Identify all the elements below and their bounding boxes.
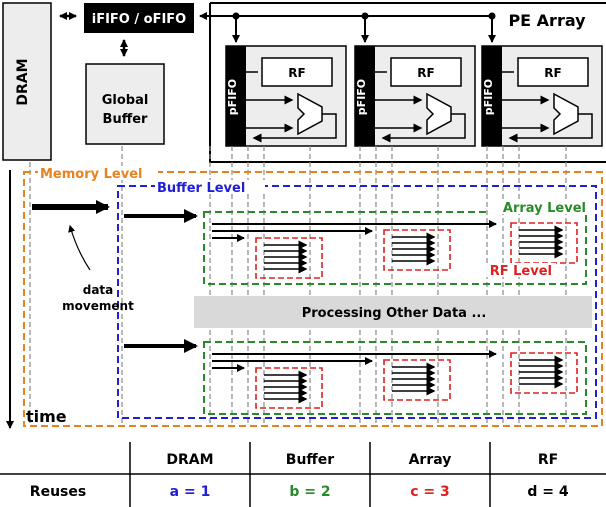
rf-level-box [255, 367, 323, 409]
table-header-array: Array [409, 452, 452, 468]
pe-unit-2: pFIFO RF [354, 45, 476, 147]
rf-level-box [510, 222, 578, 264]
alu-icon [553, 92, 579, 136]
reuse-value-buffer: b = 2 [289, 484, 330, 500]
memory-level-box [23, 171, 603, 427]
time-label: time [26, 407, 67, 426]
table-header-rf: RF [538, 452, 558, 468]
pfifo-bar [226, 46, 246, 146]
rf-label: RF [417, 66, 434, 80]
rf-level-box [383, 359, 451, 401]
fifo-label: iFIFO / oFIFO [92, 12, 187, 27]
alu-icon [297, 92, 323, 136]
pe-array-label: PE Array [508, 11, 586, 30]
array-level-label: Array Level [503, 201, 586, 216]
rf-box [261, 57, 333, 87]
processing-other-label: Processing Other Data ... [302, 306, 487, 321]
table-header-buffer: Buffer [286, 452, 334, 468]
pfifo-label: pFIFO [482, 79, 495, 115]
fifo-block [84, 3, 194, 33]
memory-level-label: Memory Level [40, 167, 143, 182]
reuse-value-dram: a = 1 [170, 484, 211, 500]
reuse-table: DRAM Buffer Array RF Reuses a = 1 b = 2 … [0, 442, 606, 507]
rf-level-box [255, 237, 323, 279]
buffer-level-label: Buffer Level [157, 181, 245, 196]
data-movement-pointer [68, 224, 91, 271]
guide-lines [29, 146, 567, 425]
rf-level-box [510, 352, 578, 394]
hardware-section: DRAM iFIFO / oFIFO Global Buffer PE Arra… [2, 2, 606, 163]
rf-box [517, 57, 589, 87]
rf-box [390, 57, 462, 87]
array-level-box-1 [203, 211, 587, 285]
rf-level-label: RF Level [490, 264, 552, 279]
pfifo-bar [355, 46, 375, 146]
global-buffer-block [85, 63, 165, 145]
dram-block [2, 2, 52, 161]
pe-unit-1: pFIFO RF [225, 45, 347, 147]
pfifo-bar [482, 46, 502, 146]
reuse-value-rf: d = 4 [527, 484, 569, 500]
reuse-value-array: c = 3 [410, 484, 450, 500]
dram-label: DRAM [15, 58, 31, 105]
data-movement-label-line1: data [83, 283, 114, 297]
data-movement-arrows [32, 200, 564, 404]
alu-icon [426, 92, 452, 136]
pfifo-label: pFIFO [355, 79, 368, 115]
buffer-level-box [117, 185, 597, 419]
global-buffer-label-line2: Buffer [103, 112, 149, 127]
table-header-dram: DRAM [166, 452, 213, 468]
table-row-label: Reuses [30, 484, 86, 500]
data-movement-label-line2: movement [62, 299, 134, 313]
rf-label: RF [288, 66, 305, 80]
array-level-box-2 [203, 341, 587, 415]
pe-unit-3: pFIFO RF [481, 45, 603, 147]
rf-level-box [383, 229, 451, 271]
processing-other-band [194, 296, 592, 328]
global-buffer-label-line1: Global [102, 93, 149, 108]
rf-label: RF [544, 66, 561, 80]
pfifo-label: pFIFO [226, 79, 239, 115]
